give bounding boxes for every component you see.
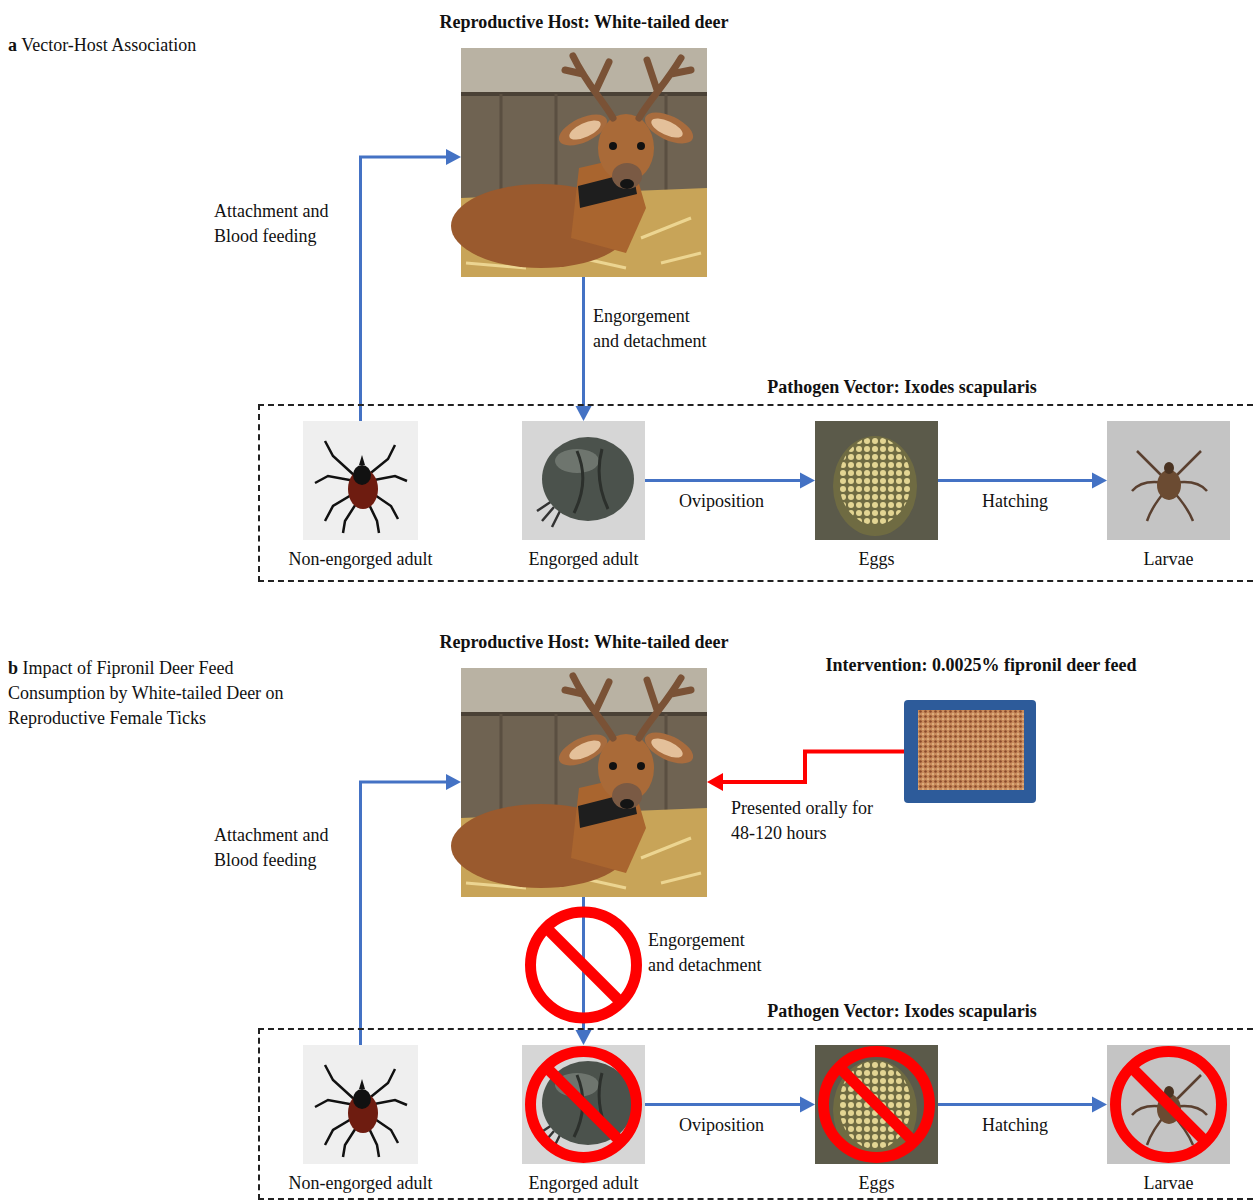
tick-stage-box: Eggs	[815, 421, 938, 540]
edge-label: Attachment and Blood feeding	[214, 199, 344, 249]
flow-arrow	[645, 1097, 815, 1113]
tick-stage-box: Eggs	[815, 1045, 938, 1164]
edge-label: Engorgement and detachment	[648, 928, 768, 978]
larva-photo	[1107, 421, 1230, 540]
arrow-head	[576, 1030, 592, 1045]
edge-label: Hatching	[982, 489, 1048, 514]
edge-label: Hatching	[982, 1113, 1048, 1138]
arrow-line	[361, 782, 447, 1045]
deer-photo	[451, 668, 707, 897]
stage-caption: Eggs	[859, 1171, 895, 1196]
tick-stage-box: Larvae	[1107, 1045, 1230, 1164]
host-photo-box: Reproductive Host: White-tailed deer	[461, 48, 707, 277]
flow-arrow	[707, 752, 904, 792]
arrow-head	[446, 774, 461, 790]
group-heading: Pathogen Vector: Ixodes scapularis	[767, 999, 1037, 1024]
stage-caption: Larvae	[1144, 1171, 1194, 1196]
prohibition-symbol	[531, 1052, 637, 1158]
arrow-line	[938, 479, 1092, 482]
eggs-photo	[815, 1045, 938, 1164]
stage-caption: Larvae	[1144, 547, 1194, 572]
host-photo-box: Reproductive Host: White-tailed deer	[461, 668, 707, 897]
panel-label: a Vector-Host Association	[8, 33, 196, 58]
arrow-head	[800, 473, 815, 489]
deer-photo	[451, 48, 707, 277]
edge-label: Presented orally for 48-120 hours	[731, 796, 896, 846]
photo-heading: Reproductive Host: White-tailed deer	[440, 10, 729, 35]
flow-arrow	[938, 1097, 1107, 1113]
panel-label: b Impact of Fipronil Deer Feed Consumpti…	[8, 656, 298, 731]
flow-arrow	[645, 473, 815, 489]
engorged-tick-photo	[522, 421, 645, 540]
arrow-head	[707, 773, 723, 791]
flow-arrow	[938, 473, 1107, 489]
arrow-line	[361, 157, 447, 421]
tick-stage-box: Non-engorged adult	[303, 421, 418, 540]
flow-arrow	[361, 149, 462, 421]
feed-photo-box: Intervention: 0.0025% fipronil deer feed	[904, 700, 1036, 803]
stage-caption: Engorged adult	[528, 1171, 638, 1196]
eggs-photo	[815, 421, 938, 540]
arrow-head	[1092, 1097, 1107, 1113]
larva-photo	[1107, 1045, 1230, 1164]
tick-stage-box: Larvae	[1107, 421, 1230, 540]
engorged-tick-photo	[522, 1045, 645, 1164]
prohibition-symbol	[531, 912, 637, 1018]
flow-arrow	[576, 277, 592, 421]
arrow-line	[723, 752, 904, 783]
edge-label: Engorgement and detachment	[593, 304, 713, 354]
arrow-line	[645, 1103, 800, 1106]
tick-stage-box: Engorged adult	[522, 1045, 645, 1164]
vector-group-box: Pathogen Vector: Ixodes scapularisNon-en…	[258, 1028, 1253, 1200]
stage-caption: Non-engorged adult	[288, 547, 432, 572]
arrow-line	[582, 277, 585, 406]
stage-caption: Eggs	[859, 547, 895, 572]
prohibition-symbol	[1116, 1052, 1222, 1158]
arrow-head	[800, 1097, 815, 1113]
stage-caption: Engorged adult	[528, 547, 638, 572]
arrow-head	[446, 149, 461, 165]
flow-arrow	[361, 774, 462, 1045]
tick-photo	[303, 421, 418, 540]
arrow-line	[938, 1103, 1092, 1106]
intervention-heading: Intervention: 0.0025% fipronil deer feed	[826, 653, 1137, 678]
edge-label: Attachment and Blood feeding	[214, 823, 344, 873]
edge-label: Oviposition	[679, 489, 764, 514]
photo-heading: Reproductive Host: White-tailed deer	[440, 630, 729, 655]
arrow-head	[576, 406, 592, 421]
tick-stage-box: Engorged adult	[522, 421, 645, 540]
prohibition-symbol	[824, 1052, 930, 1158]
arrow-head	[1092, 473, 1107, 489]
group-heading: Pathogen Vector: Ixodes scapularis	[767, 375, 1037, 400]
edge-label: Oviposition	[679, 1113, 764, 1138]
arrow-line	[645, 479, 800, 482]
tick-photo	[303, 1045, 418, 1164]
tick-stage-box: Non-engorged adult	[303, 1045, 418, 1164]
feed-photo	[904, 700, 1036, 803]
stage-caption: Non-engorged adult	[288, 1171, 432, 1196]
